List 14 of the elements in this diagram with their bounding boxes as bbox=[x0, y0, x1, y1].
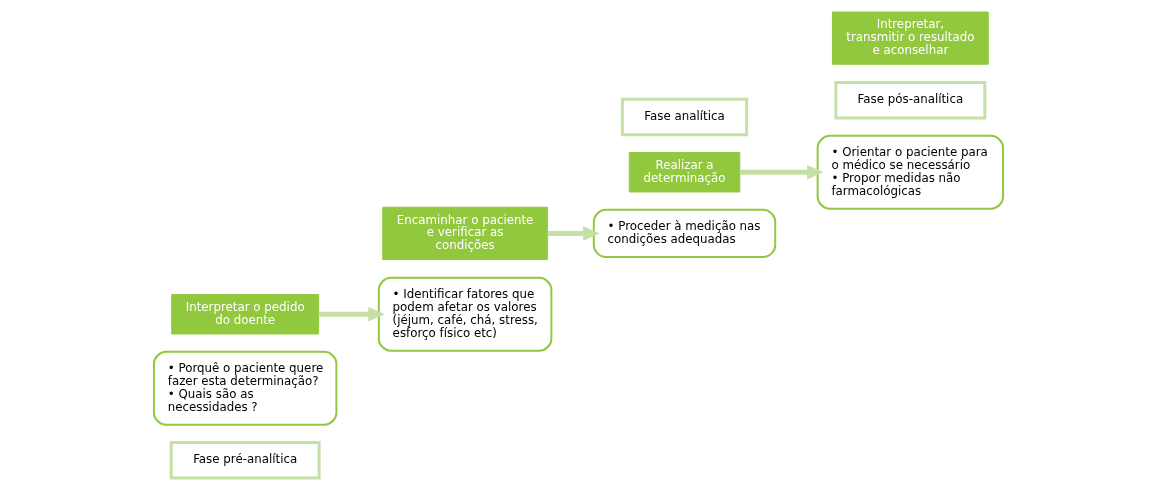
arrow bbox=[740, 165, 824, 180]
node-box: • Identificar fatores que podem afetar os valores (jéjum, café, chá, stress, esforço físico etc) bbox=[377, 276, 553, 352]
arrow bbox=[547, 226, 600, 241]
node-box: Intrepretar, transmitir o resultado e aconselhar bbox=[831, 11, 989, 65]
node-box: • Orientar o paciente para o médico se necessário • Propor medidas não farmacológicas bbox=[816, 134, 1005, 210]
node-box: Fase analítica bbox=[620, 97, 749, 137]
node-box: Fase pré-analítica bbox=[169, 441, 321, 480]
arrow bbox=[318, 307, 385, 322]
node-box: • Proceder à medição nas condições adequadas bbox=[592, 208, 777, 259]
node-box: Interpretar o pedido do doente bbox=[171, 294, 320, 335]
node-box: Realizar a determinação bbox=[628, 152, 741, 193]
node-box: Encaminhar o paciente e verificar as condições bbox=[382, 206, 548, 261]
node-box: Fase pós-analítica bbox=[834, 81, 987, 120]
node-box: • Porquê o paciente quere fazer esta determinação? • Quais são as necessidades ? bbox=[152, 350, 338, 426]
